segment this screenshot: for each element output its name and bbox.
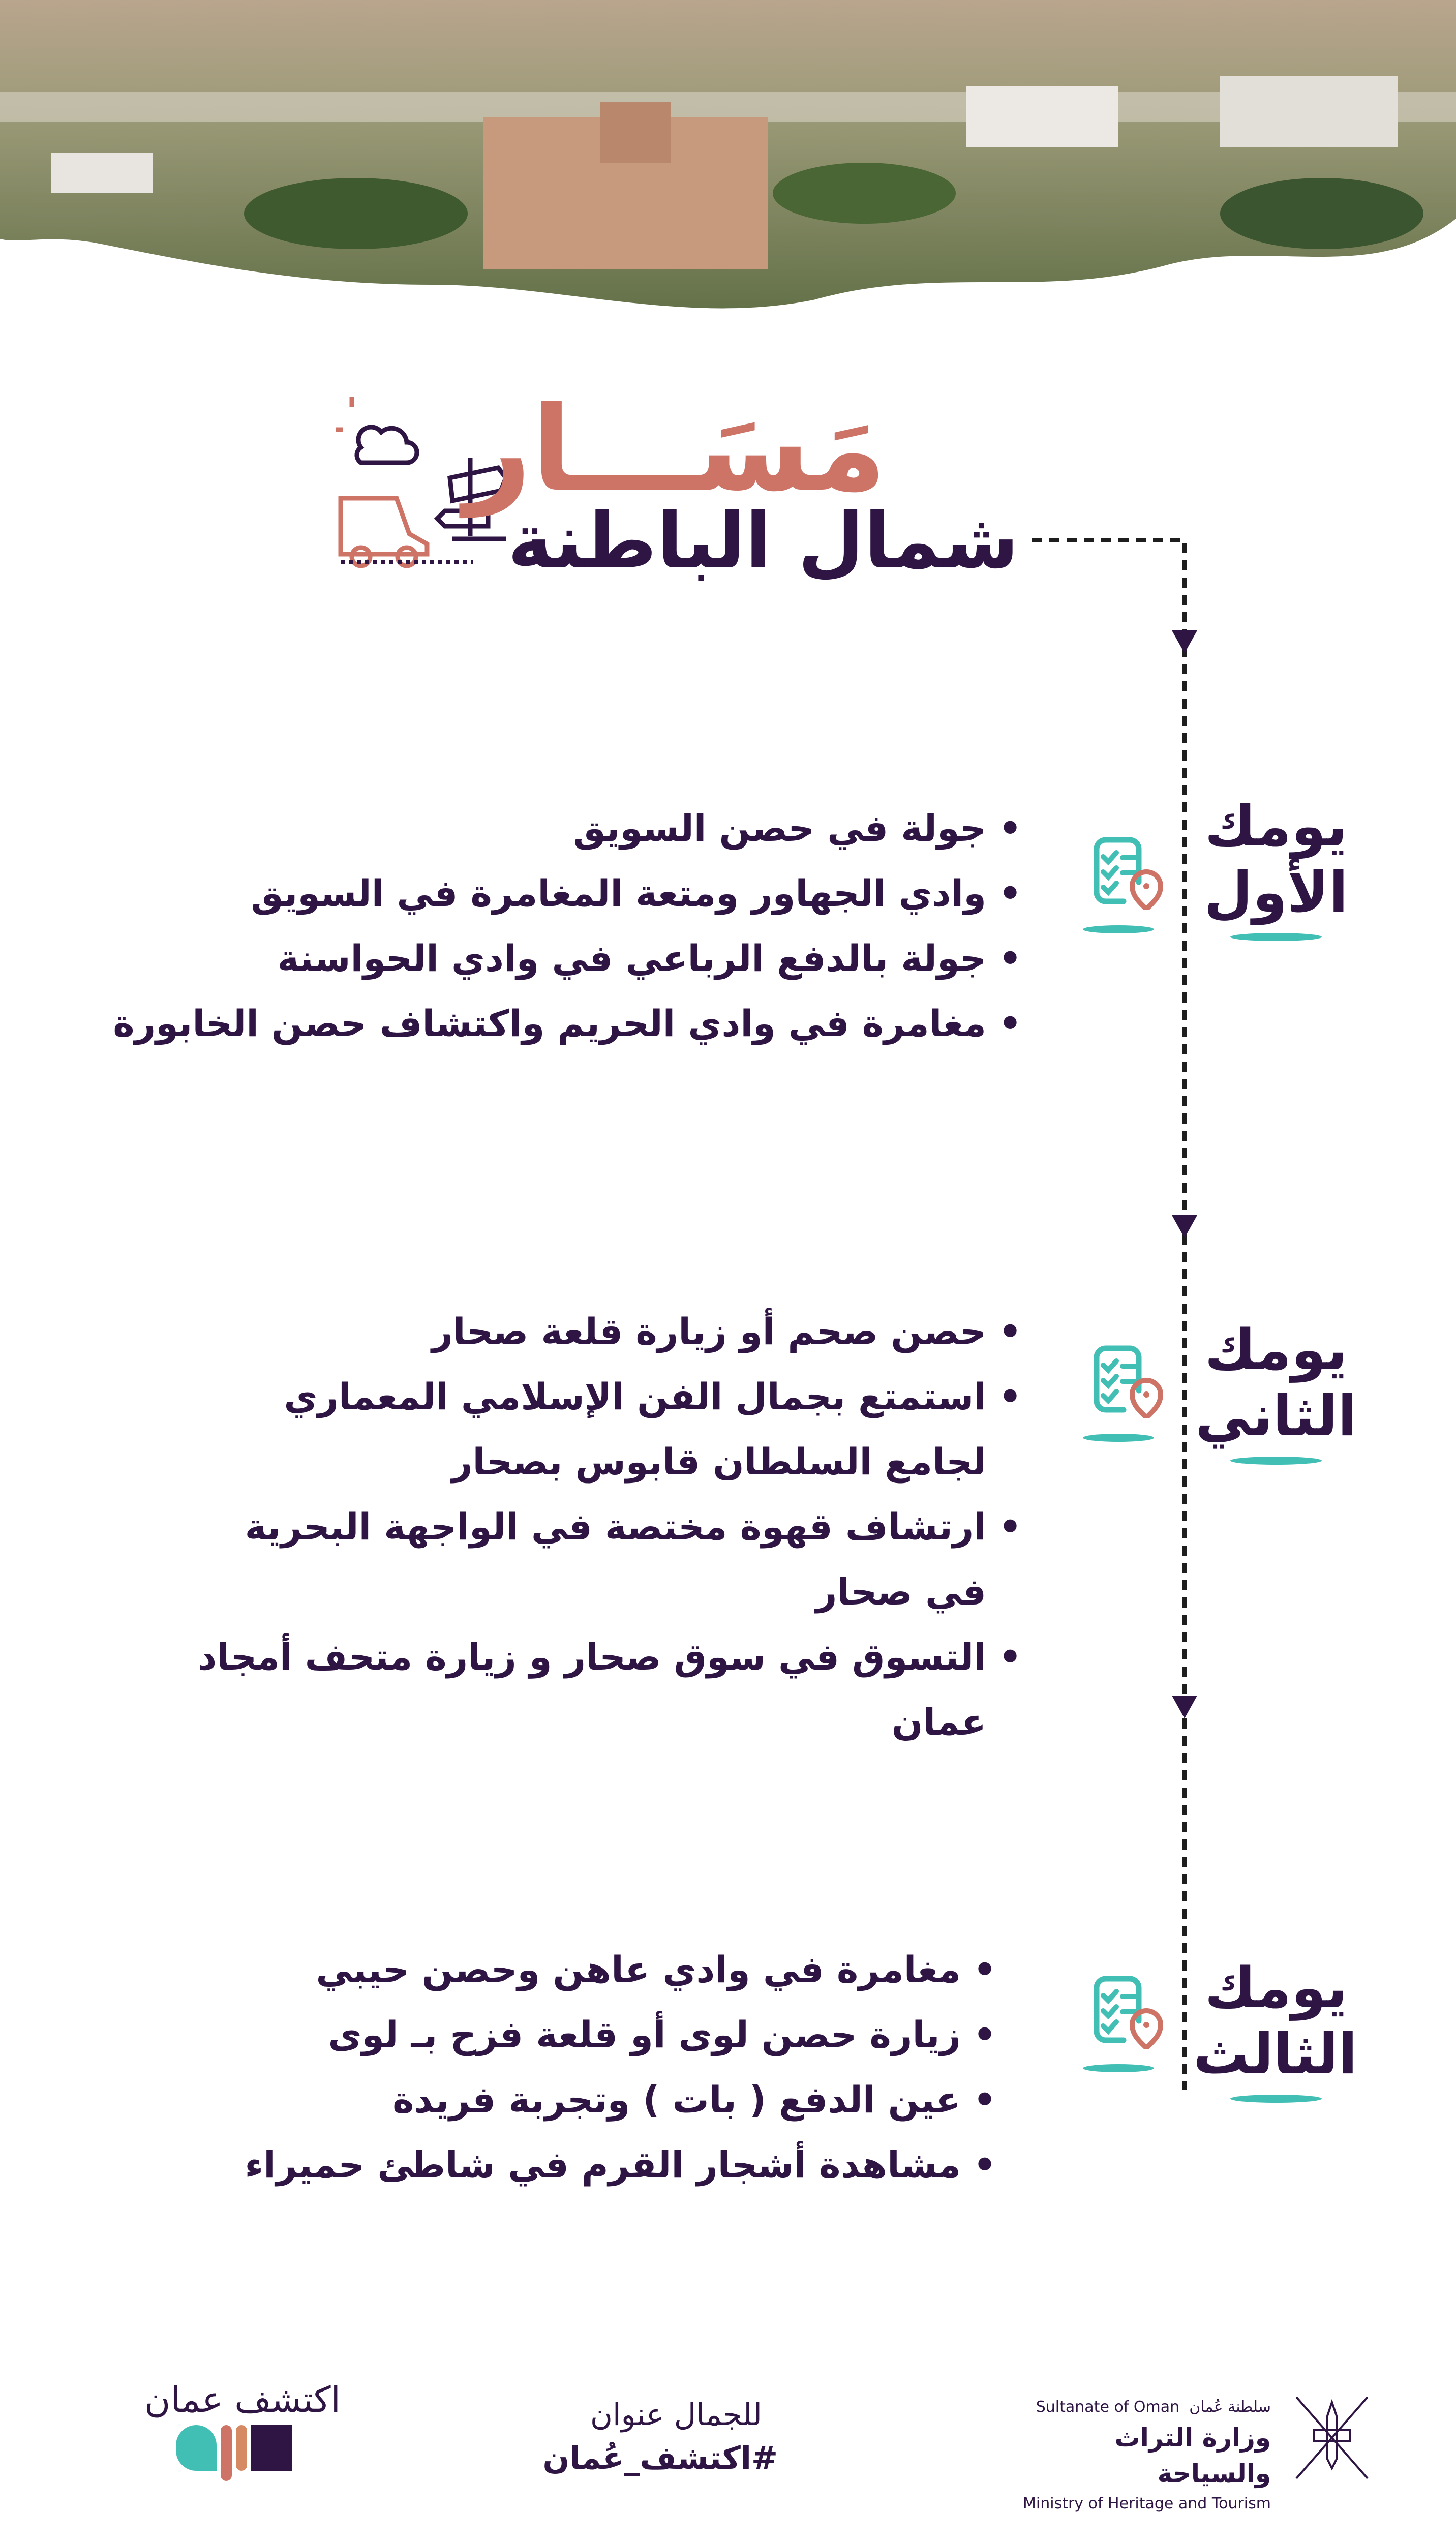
ministry-logo: Sultanate of Oman سلطنة عُمان وزارة التر… — [996, 2395, 1271, 2517]
bullet-icon: • — [998, 1505, 1022, 1548]
oman-emblem-icon — [1295, 2396, 1369, 2479]
activity-text: مغامرة في وادي عاهن وحصن حيبي — [316, 1948, 961, 1991]
day-title-line1: يومك — [1204, 794, 1348, 859]
day-title: يومك الثالث — [1193, 1955, 1357, 2087]
bullet-icon: • — [998, 937, 1022, 980]
day-title: يومك الثاني — [1195, 1317, 1357, 1449]
timeline-arrow-icon — [1172, 1696, 1197, 1718]
timeline-arrow-icon — [1172, 1215, 1197, 1238]
brand-logo-text: اكتشف عمان — [144, 2379, 341, 2420]
day-title-underline — [1230, 1457, 1322, 1465]
ministry-en: Ministry of Heritage and Tourism — [1023, 2495, 1271, 2513]
activity-item: • ارتشاف قهوة مختصة في الواجهة البحرية في … — [198, 1494, 1022, 1624]
day-activities-list: • حصن صحم أو زيارة قلعة صحار • استمتع بجمال… — [198, 1299, 1022, 1754]
activity-item: • مشاهدة أشجار القرم في شاطئ حميراء — [245, 2132, 996, 2197]
activity-text: مغامرة في وادي الحريم واكتشاف حصن الخابو… — [113, 1002, 986, 1045]
activity-text: زيارة حصن لوى أو قلعة فزح بـ لوى — [328, 2013, 961, 2056]
bullet-icon: • — [998, 1002, 1022, 1045]
activity-item: • وادي الجهاور ومتعة المغامرة في السويق — [113, 861, 1022, 926]
slogan-block: للجمال عنوان #اكتشف_عُمان — [542, 2395, 778, 2481]
activity-item: • مغامرة في وادي الحريم واكتشاف حصن الخاب… — [113, 991, 1022, 1056]
hero-landscape-image — [0, 0, 1456, 309]
day-title-underline — [1230, 2095, 1322, 2103]
checklist-location-icon — [1094, 837, 1164, 910]
hashtag: #اكتشف_عُمان — [542, 2439, 778, 2476]
ministry-ar-top: سلطنة عُمان — [1189, 2398, 1271, 2416]
activity-text: استمتع بجمال الفن الإسلامي المعماري — [284, 1375, 986, 1418]
day-title: يومك الأول — [1195, 793, 1357, 925]
icon-underline — [1083, 1434, 1154, 1442]
timeline-arrow-icon — [1172, 630, 1197, 653]
activity-text-continued: في صحار — [815, 1570, 986, 1613]
activity-text: حصن صحم أو زيارة قلعة صحار — [432, 1310, 986, 1353]
day-title-line1: يومك — [1204, 1955, 1348, 2020]
day-title-line2: الثاني — [1195, 1383, 1357, 1448]
day-title-line2: الأول — [1204, 860, 1348, 925]
activity-text: جولة بالدفع الرباعي في وادي الحواسنة — [277, 937, 986, 980]
activity-text-continued: لجامع السلطان قابوس بصحار — [451, 1440, 986, 1483]
activity-item: • مغامرة في وادي عاهن وحصن حيبي — [245, 1937, 996, 2002]
checklist-location-icon — [1094, 1976, 1164, 2049]
activity-text: جولة في حصن السويق — [573, 807, 986, 850]
day-title-line2: الثالث — [1193, 2021, 1357, 2086]
discover-oman-logo: اكتشف عمان — [127, 2379, 341, 2481]
day-title-line1: يومك — [1204, 1317, 1348, 1382]
activity-text: التسوق في سوق صحار و زيارة متحف أمجاد — [198, 1636, 986, 1678]
activity-item: • استمتع بجمال الفن الإسلامي المعماري لجام… — [198, 1364, 1022, 1494]
activity-text: مشاهدة أشجار القرم في شاطئ حميراء — [245, 2143, 961, 2186]
day-activities-list: • مغامرة في وادي عاهن وحصن حيبي • زيارة حصن… — [245, 1937, 996, 2197]
icon-underline — [1083, 2064, 1154, 2072]
bullet-icon: • — [973, 2143, 996, 2186]
bullet-icon: • — [973, 2078, 996, 2121]
activity-item: • جولة في حصن السويق — [113, 796, 1022, 861]
ministry-ar: وزارة التراث والسياحة — [1114, 2423, 1271, 2488]
bullet-icon: • — [998, 1310, 1022, 1353]
activity-text: ارتشاف قهوة مختصة في الواجهة البحرية — [245, 1505, 986, 1548]
bullet-icon: • — [998, 1375, 1022, 1418]
activity-item: • جولة بالدفع الرباعي في وادي الحواسنة — [113, 926, 1022, 991]
activity-text: عين الدفع ( بات ) وتجربة فريدة — [392, 2078, 961, 2121]
activity-text: وادي الجهاور ومتعة المغامرة في السويق — [251, 872, 986, 915]
activity-item: • حصن صحم أو زيارة قلعة صحار — [198, 1299, 1022, 1364]
travel-signpost-car-icon — [336, 397, 509, 568]
bullet-icon: • — [998, 1636, 1022, 1678]
ministry-en-top: Sultanate of Oman — [1036, 2398, 1180, 2416]
day-activities-list: • جولة في حصن السويق • وادي الجهاور ومتعة ا… — [113, 796, 1022, 1056]
activity-item: • عين الدفع ( بات ) وتجربة فريدة — [245, 2067, 996, 2132]
page-title: مَسَـــار — [464, 382, 887, 518]
bullet-icon: • — [973, 2013, 996, 2056]
activity-item: • التسوق في سوق صحار و زيارة متحف أمجاد عم… — [198, 1624, 1022, 1754]
bullet-icon: • — [998, 872, 1022, 915]
bullet-icon: • — [973, 1948, 996, 1991]
activity-text-continued: عمان — [892, 1701, 986, 1743]
bullet-icon: • — [998, 807, 1022, 850]
page-subtitle: شمال الباطنة — [507, 497, 1019, 586]
slogan: للجمال عنوان — [590, 2397, 763, 2433]
day-title-underline — [1230, 933, 1322, 941]
activity-item: • زيارة حصن لوى أو قلعة فزح بـ لوى — [245, 2002, 996, 2067]
checklist-location-icon — [1094, 1345, 1164, 1418]
icon-underline — [1083, 925, 1154, 933]
